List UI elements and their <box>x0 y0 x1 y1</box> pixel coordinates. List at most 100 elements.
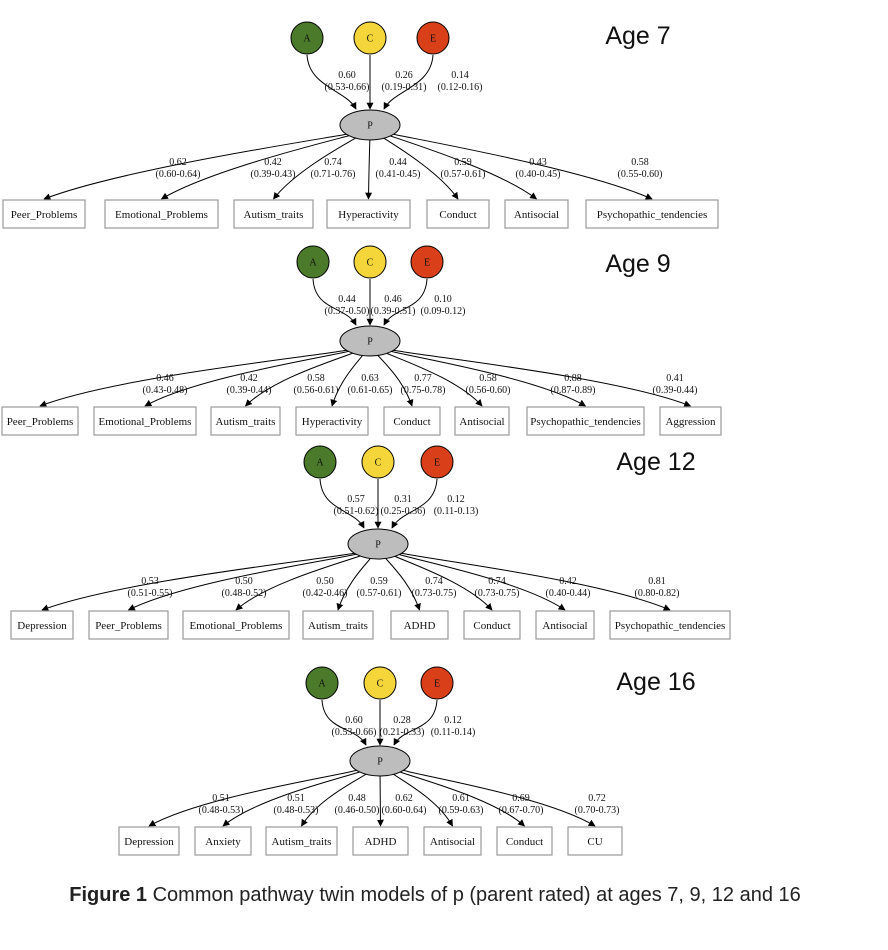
source-circle-e <box>410 245 444 279</box>
indicator-box <box>295 406 369 436</box>
indicator-box <box>1 406 79 436</box>
loading-path <box>148 769 359 827</box>
source-label-e: E <box>434 458 440 469</box>
indicator-label: Emotional_Problems <box>99 416 192 428</box>
loading-estimate: 0.50 <box>316 576 334 587</box>
indicator-box <box>118 826 180 856</box>
source-label-c: C <box>375 458 382 469</box>
panel-title: Age 16 <box>616 668 695 696</box>
source-circle-a <box>303 445 337 479</box>
source-circle-e <box>420 445 454 479</box>
loading-ci: (0.41-0.45) <box>376 169 421 180</box>
path-estimate: 0.60 <box>345 715 363 726</box>
latent-p-label: P <box>375 540 381 551</box>
path-estimate: 0.12 <box>447 494 465 505</box>
source-path-e <box>393 699 438 746</box>
latent-p-label: P <box>377 757 383 768</box>
loading-path <box>391 133 653 200</box>
loading-estimate: 0.69 <box>512 793 530 804</box>
indicator-box <box>93 406 197 436</box>
indicator-label: Depression <box>17 620 67 632</box>
path-estimate: 0.10 <box>434 294 452 305</box>
loading-ci: (0.73-0.75) <box>412 588 457 599</box>
path-ci: (0.11-0.14) <box>431 727 476 738</box>
indicator-label: Autism_traits <box>308 620 368 632</box>
indicator-label: Depression <box>124 836 174 848</box>
loading-ci: (0.56-0.60) <box>466 385 511 396</box>
indicator-label: Conduct <box>506 836 543 848</box>
loading-path <box>43 133 349 201</box>
indicator-label: Anxiety <box>205 836 241 848</box>
loading-path <box>160 133 356 200</box>
indicator-label: Emotional_Problems <box>190 620 283 632</box>
path-ci: (0.19-0.31) <box>382 82 427 93</box>
loading-path <box>393 552 566 611</box>
loading-estimate: 0.42 <box>264 157 282 168</box>
indicator-label: Peer_Problems <box>11 209 78 221</box>
path-ci: (0.21-0.33) <box>380 727 425 738</box>
path-estimate: 0.60 <box>338 70 356 81</box>
indicator-box <box>352 826 409 856</box>
loading-path <box>385 349 587 407</box>
source-label-c: C <box>367 258 374 269</box>
loading-path <box>372 349 414 407</box>
loading-ci: (0.67-0.70) <box>499 805 544 816</box>
loading-estimate: 0.59 <box>454 157 472 168</box>
loading-ci: (0.48-0.53) <box>199 805 244 816</box>
loading-path <box>222 769 366 827</box>
indicator-box <box>454 406 510 436</box>
indicator-label: Antisocial <box>542 620 587 632</box>
path-estimate: 0.26 <box>395 70 413 81</box>
loading-path <box>401 769 596 827</box>
latent-p-node <box>349 745 411 777</box>
source-label-a: A <box>309 258 317 269</box>
loading-ci: (0.60-0.64) <box>156 169 201 180</box>
loading-estimate: 0.48 <box>348 793 366 804</box>
source-circle-e <box>420 666 454 700</box>
indicator-label: Psychopathic_tendencies <box>615 620 726 632</box>
indicator-box <box>194 826 252 856</box>
source-label-c: C <box>377 679 384 690</box>
latent-p-node <box>339 325 401 357</box>
indicator-label: Conduct <box>439 209 476 221</box>
loading-ci: (0.57-0.61) <box>441 169 486 180</box>
loading-estimate: 0.74 <box>488 576 506 587</box>
indicator-label: Psychopathic_tendencies <box>597 209 708 221</box>
path-estimate: 0.46 <box>384 294 402 305</box>
indicator-label: Antisocial <box>459 416 504 428</box>
source-label-c: C <box>367 34 374 45</box>
loading-ci: (0.43-0.48) <box>143 385 188 396</box>
source-circle-c <box>353 21 387 55</box>
source-label-e: E <box>424 258 430 269</box>
indicator-box <box>88 610 169 640</box>
indicator-box <box>609 610 731 640</box>
loading-estimate: 0.58 <box>631 157 649 168</box>
loading-estimate: 0.58 <box>479 373 497 384</box>
figure-caption-text: Common pathway twin models of p (parent … <box>152 884 801 906</box>
source-label-a: A <box>316 458 324 469</box>
loading-estimate: 0.42 <box>240 373 258 384</box>
source-path-a <box>306 54 357 110</box>
loading-path <box>235 552 369 611</box>
loading-estimate: 0.50 <box>235 576 253 587</box>
indicator-box <box>567 826 623 856</box>
indicator-label: Hyperactivity <box>302 416 363 428</box>
indicator-label: Emotional_Problems <box>115 209 208 221</box>
source-circle-c <box>353 245 387 279</box>
indicator-box <box>383 406 441 436</box>
loading-estimate: 0.43 <box>529 157 547 168</box>
indicator-label: Peer_Problems <box>7 416 74 428</box>
indicator-box <box>496 826 553 856</box>
loading-ci: (0.71-0.76) <box>311 169 356 180</box>
panel-title: Age 12 <box>616 448 695 476</box>
path-ci: (0.51-0.62) <box>334 506 379 517</box>
figure-caption: Figure 1 Common pathway twin models of p… <box>0 884 870 907</box>
loading-path <box>399 552 671 611</box>
indicator-label: Autism_traits <box>272 836 332 848</box>
path-estimate: 0.28 <box>393 715 411 726</box>
loading-estimate: 0.63 <box>361 373 379 384</box>
